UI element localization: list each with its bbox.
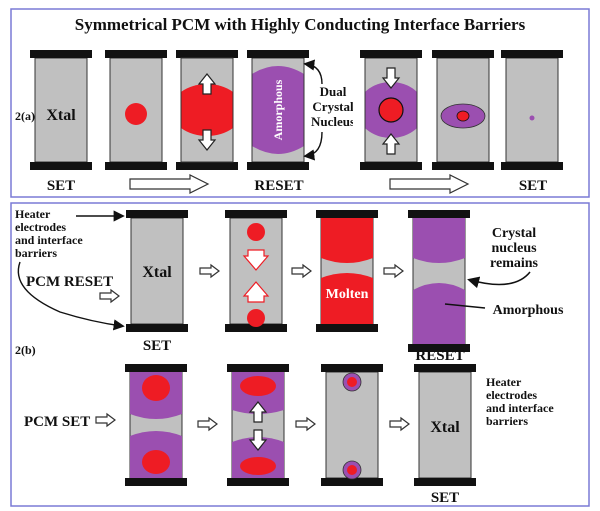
arrow-b-pcm-reset (99, 289, 120, 303)
arrow-a-set-to-reset (129, 174, 209, 194)
cell-b6-growing (227, 364, 289, 486)
set-label-a2: SET (519, 178, 547, 194)
cell-a3-expanding-melt (168, 50, 246, 170)
cell-a2-small-melt (105, 50, 167, 170)
set-label-b2: SET (431, 490, 459, 506)
cell-b3-molten: Molten (316, 210, 378, 332)
heater-line1: Heater (15, 207, 51, 221)
dual-nucleus-line3: Nucleus (311, 114, 355, 129)
cell-b4-reset (408, 210, 470, 352)
arrow-b-pcm-set (95, 413, 116, 427)
nucleus-arrow-up (303, 59, 323, 85)
cell-b5-amorphous-nucleus (125, 364, 187, 486)
xtal-label-a: Xtal (46, 107, 76, 124)
panel-b-frame (10, 202, 590, 507)
reset-label-a: RESET (254, 178, 303, 194)
arrow-b3-b4 (383, 264, 404, 278)
pcm-set-label: PCM SET (24, 414, 90, 430)
cell-a6-shrinking (432, 50, 494, 170)
cell-b1-crystal: Xtal (126, 210, 188, 332)
molten-label: Molten (326, 287, 369, 302)
panel-a-frame (10, 8, 590, 198)
cell-a5-crystallizing (353, 50, 429, 170)
cell-a1-crystal: Xtal (30, 50, 92, 170)
crystal-nucleus-line2: nucleus (491, 241, 537, 256)
heater-line4: barriers (15, 246, 57, 260)
xtal-label-b2: Xtal (430, 419, 460, 436)
heater2-line1: Heater (486, 375, 522, 389)
diagram-title: Symmetrical PCM with Highly Conducting I… (75, 15, 526, 34)
heater-line3: and interface (15, 233, 83, 247)
arrow-b1-b2 (199, 264, 220, 278)
nucleus-arrow-down (303, 131, 323, 161)
arrow-a-reset-to-set (389, 174, 469, 194)
dual-nucleus-line2: Crystal (312, 99, 354, 114)
nucleus-arrow-b (467, 271, 531, 289)
heater-arrow-bottom (17, 261, 125, 331)
pcm-reset-label: PCM RESET (26, 274, 113, 290)
crystal-nucleus-line1: Crystal (492, 226, 536, 241)
amorphous-label-b: Amorphous (493, 303, 564, 318)
arrow-b7-b8 (389, 417, 410, 431)
set-label-b1: SET (143, 338, 171, 354)
arrow-b5-b6 (197, 417, 218, 431)
cell-b2-melting (225, 210, 287, 332)
cell-a4-amorphous: Amorphous (247, 50, 309, 170)
heater-line2: electrodes (15, 220, 66, 234)
panel-a-label: 2(a) (15, 109, 35, 123)
heater2-line2: electrodes (486, 388, 537, 402)
amorphous-pointer (444, 303, 486, 309)
amorphous-label-a: Amorphous (271, 79, 285, 140)
heater2-line3: and interface (486, 401, 554, 415)
xtal-label-b1: Xtal (142, 264, 172, 281)
cell-a7-set (501, 50, 563, 170)
reset-label-b: RESET (415, 348, 464, 364)
dual-nucleus-line1: Dual (320, 84, 347, 99)
heater2-line4: barriers (486, 414, 528, 428)
arrow-b2-b3 (291, 264, 312, 278)
arrow-b6-b7 (295, 417, 316, 431)
set-label-a1: SET (47, 178, 75, 194)
crystal-nucleus-line3: remains (490, 256, 539, 271)
cell-b7-shrinking (321, 364, 383, 486)
cell-b8-crystal: Xtal (414, 364, 476, 486)
panel-b-label: 2(b) (15, 343, 36, 357)
